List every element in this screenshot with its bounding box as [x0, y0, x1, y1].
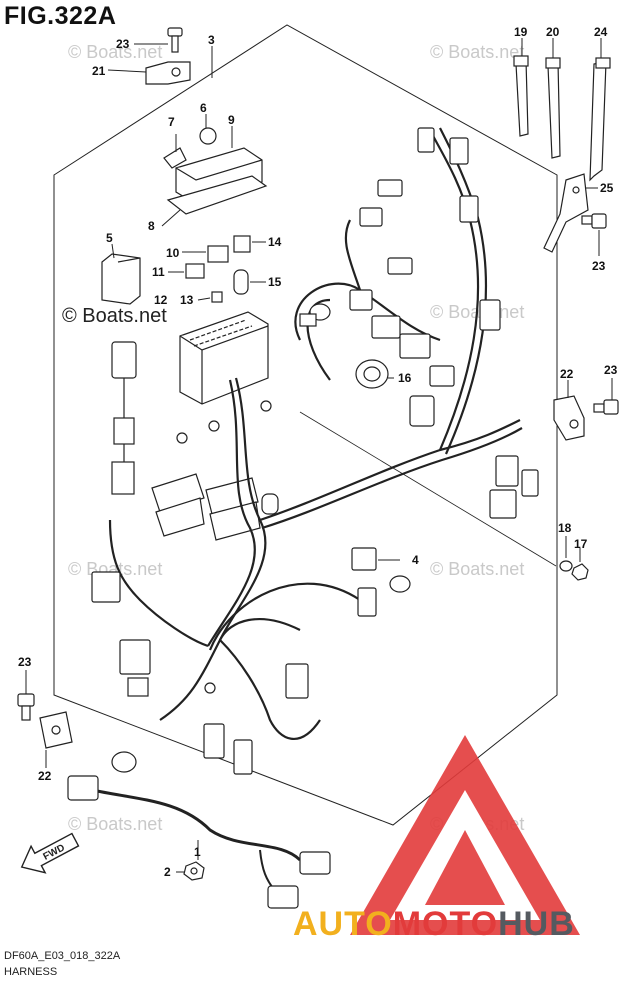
bolt-23-top	[145, 27, 191, 85]
callout-9: 9	[228, 113, 235, 127]
cable-ties	[513, 55, 611, 182]
callout-8: 8	[148, 219, 155, 233]
callout-20: 20	[546, 25, 560, 39]
callout-16: 16	[398, 371, 412, 385]
callout-23: 23	[18, 655, 32, 669]
watermark-faint: © Boats.net	[68, 42, 162, 62]
callout-1: 1	[194, 845, 201, 859]
fwd-arrow: FWD	[20, 832, 80, 874]
relay-5	[101, 253, 141, 305]
brand-part-2: MOTO	[392, 905, 499, 943]
assembly-outline	[53, 24, 558, 826]
fuse-box-cover	[163, 127, 268, 215]
brand-part-3: HUB	[498, 905, 575, 943]
plug-connectors-left	[111, 341, 137, 495]
washer-nut-17-18	[559, 560, 589, 581]
callout-15: 15	[268, 275, 282, 289]
callout-19: 19	[514, 25, 528, 39]
bracket-22-right	[553, 395, 585, 441]
right-connectors	[349, 127, 539, 519]
callout-23: 23	[592, 259, 606, 273]
watermark-faint: © Boats.net	[430, 42, 524, 62]
callout-11: 11	[152, 265, 165, 279]
bracket-25	[543, 173, 589, 253]
brand-part-1: AUTO	[293, 905, 393, 943]
callout-2: 2	[164, 865, 171, 879]
callout-13: 13	[180, 293, 194, 307]
callout-numbers: 23 21 3 6 7 9 8 5 10 14 11 15 12 13 16 1…	[18, 25, 618, 879]
bolt-23-right-upper	[581, 213, 607, 229]
brand-triangle	[350, 735, 580, 935]
callout-17: 17	[574, 537, 588, 551]
callout-4: 4	[412, 553, 419, 567]
large-connectors	[151, 473, 279, 541]
brand-logo: AUTOMOTOHUB	[293, 905, 575, 944]
round-plug	[299, 303, 331, 327]
watermark-main: © Boats.net	[62, 305, 167, 327]
callout-22: 22	[38, 769, 52, 783]
callout-5: 5	[106, 231, 113, 245]
callout-6: 6	[200, 101, 207, 115]
callout-22: 22	[560, 367, 574, 381]
figure-title: FIG.322A	[4, 2, 117, 30]
wire-lead-1	[67, 751, 331, 909]
callout-3: 3	[208, 33, 215, 47]
small-relays	[185, 235, 251, 303]
fwd-label: FWD	[42, 842, 67, 862]
lower-connectors	[91, 571, 309, 775]
cap-16	[355, 359, 389, 389]
nut-2	[183, 861, 205, 881]
callout-23: 23	[604, 363, 618, 377]
bolt-bracket-lower-left	[17, 693, 73, 749]
callout-25: 25	[600, 181, 614, 195]
callout-10: 10	[166, 246, 180, 260]
bolt-23-right-lower	[593, 399, 619, 415]
main-fuse-box	[179, 311, 269, 405]
callout-21: 21	[92, 64, 106, 78]
callout-24: 24	[594, 25, 608, 39]
connector-4	[351, 547, 377, 617]
callout-14: 14	[268, 235, 282, 249]
watermark-faint: © Boats.net	[68, 814, 162, 834]
callout-7: 7	[168, 115, 175, 129]
watermark-faint: © Boats.net	[430, 559, 524, 579]
figure-code: DF60A_E03_018_322A	[4, 950, 121, 962]
callout-12: 12	[154, 293, 168, 307]
callout-18: 18	[558, 521, 572, 535]
figure-name: HARNESS	[4, 966, 58, 978]
ring-terminals	[176, 400, 411, 694]
callout-23: 23	[116, 37, 130, 51]
